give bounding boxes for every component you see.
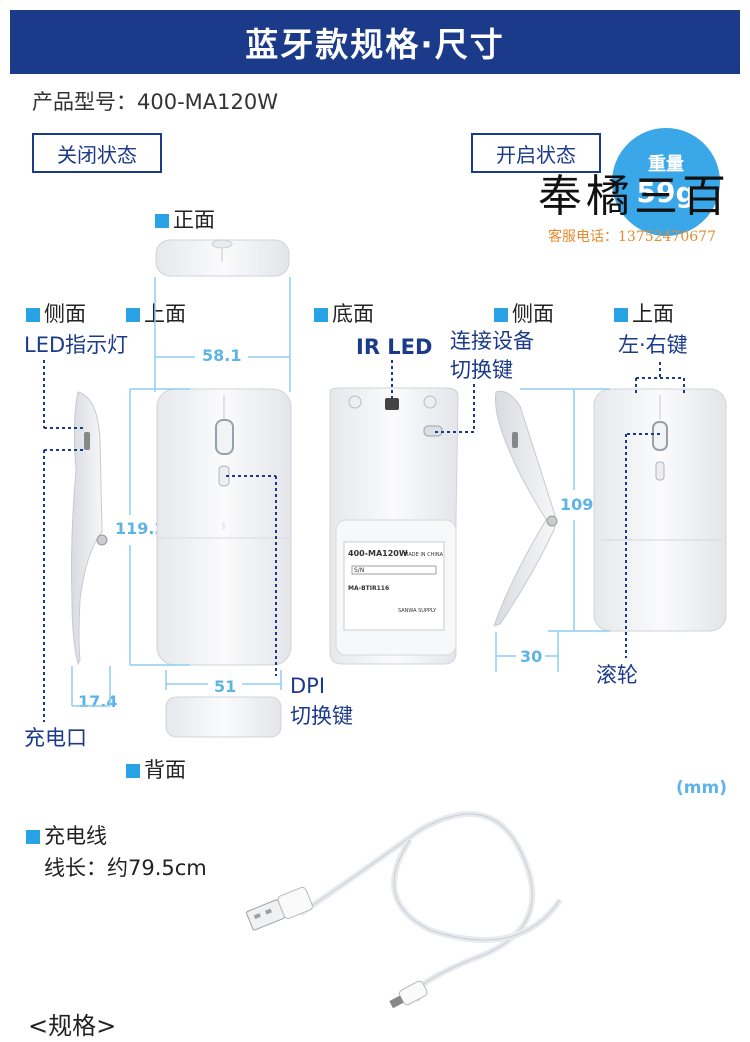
label-brand: SANWA SUPPLY xyxy=(398,608,437,614)
side-view-closed xyxy=(71,391,108,666)
view-label-top-open: 上面 xyxy=(614,298,674,328)
dim-width-bottom: 51 xyxy=(214,677,237,696)
annotation-dpi-2: 切换键 xyxy=(290,704,353,728)
view-bottom-text: 底面 xyxy=(332,302,374,326)
weight-value: 59g xyxy=(636,176,696,209)
leader-lines xyxy=(43,360,685,722)
annotation-dpi-1: DPI xyxy=(290,674,326,698)
annotation-lr-keys: 左·右键 xyxy=(618,333,688,357)
label-sn: S/N xyxy=(354,567,364,574)
cable-title: 充电线 xyxy=(26,820,107,850)
view-top-text: 上面 xyxy=(144,302,186,326)
square-bullet-icon xyxy=(126,308,140,322)
watermark-text: 奉橘三百 xyxy=(538,171,730,222)
unit-label: (mm) xyxy=(676,778,727,798)
square-bullet-icon xyxy=(26,308,40,322)
product-label: 400-MA120W MADE IN CHINA S/N MA-BTIR116 … xyxy=(348,549,444,614)
annotation-connect-2: 切换键 xyxy=(450,358,513,382)
open-state-label: 开启状态 xyxy=(471,133,601,173)
cable-length: 线长：约79.5cm xyxy=(44,856,207,880)
annotation-charge-port: 充电口 xyxy=(24,726,87,750)
annotation-connect-1: 连接设备 xyxy=(450,329,534,353)
dimension-lines xyxy=(71,277,610,707)
annotation-led: LED指示灯 xyxy=(24,333,129,357)
weight-badge: 重量 59g xyxy=(612,128,720,236)
view-label-bottom: 底面 xyxy=(314,298,374,328)
view-side-text: 侧面 xyxy=(44,302,86,326)
top-view-closed: ᛒ xyxy=(156,388,292,666)
dim-height-closed: 119.2 xyxy=(115,519,166,538)
label-code: MA-BTIR116 xyxy=(348,585,389,592)
square-bullet-icon xyxy=(314,308,328,322)
square-bullet-icon xyxy=(494,308,508,322)
front-view xyxy=(155,239,290,277)
dim-height-open: 109 xyxy=(560,495,594,514)
dim-width-top: 58.1 xyxy=(202,346,242,365)
back-view xyxy=(165,696,282,738)
view-label-front: 正面 xyxy=(155,204,215,234)
square-bullet-icon xyxy=(26,830,40,844)
top-view-open xyxy=(593,388,727,632)
weight-label: 重量 xyxy=(648,154,684,175)
view-label-side-closed: 侧面 xyxy=(26,298,86,328)
view-label-back: 背面 xyxy=(126,754,186,784)
square-bullet-icon xyxy=(126,764,140,778)
model-number: 产品型号：400-MA120W xyxy=(32,90,278,114)
label-made: MADE IN CHINA xyxy=(404,552,444,558)
dim-depth-open: 30 xyxy=(520,647,543,666)
annotation-wheel: 滚轮 xyxy=(596,663,638,687)
side-view-open xyxy=(493,390,558,627)
view-top-text: 上面 xyxy=(632,302,674,326)
square-bullet-icon xyxy=(614,308,628,322)
label-model: 400-MA120W xyxy=(348,549,408,558)
svg-text:ᛒ: ᛒ xyxy=(221,521,226,532)
view-side-text: 侧面 xyxy=(512,302,554,326)
charging-cable xyxy=(246,811,563,1009)
view-front-text: 正面 xyxy=(173,208,215,232)
bottom-view xyxy=(329,387,459,665)
view-back-text: 背面 xyxy=(144,758,186,782)
square-bullet-icon xyxy=(155,214,169,228)
view-label-side-open: 侧面 xyxy=(494,298,554,328)
page-banner: 蓝牙款规格·尺寸 xyxy=(10,10,740,74)
watermark-tel: 客服电话：13752470677 xyxy=(548,229,716,245)
cable-title-text: 充电线 xyxy=(44,824,107,848)
spec-heading: <规格> xyxy=(28,1012,117,1040)
view-label-top-closed: 上面 xyxy=(126,298,186,328)
annotation-ir-led: IR LED xyxy=(356,335,433,359)
closed-state-label: 关闭状态 xyxy=(32,133,162,173)
